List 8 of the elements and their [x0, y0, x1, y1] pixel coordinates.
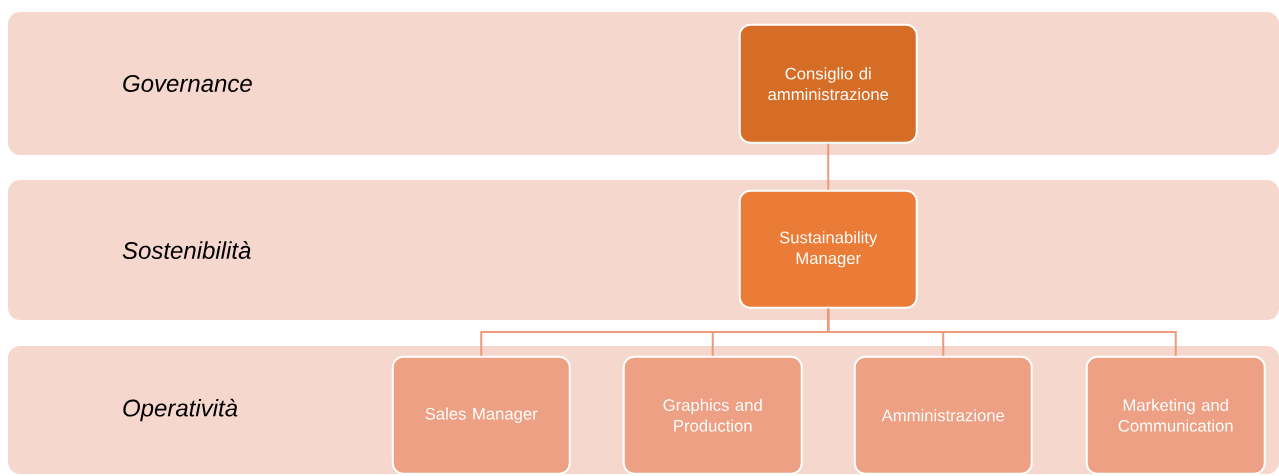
- org-box: Marketing and Communication: [1085, 355, 1266, 475]
- org-box: Amministrazione: [853, 355, 1033, 475]
- org-box: Sales Manager: [391, 355, 571, 475]
- connector-line: [827, 142, 830, 191]
- org-box: Consiglio di amministrazione: [738, 23, 918, 144]
- connector-line: [827, 307, 1177, 357]
- org-box: Graphics and Production: [622, 355, 803, 475]
- org-box: Sustainability Manager: [738, 189, 918, 309]
